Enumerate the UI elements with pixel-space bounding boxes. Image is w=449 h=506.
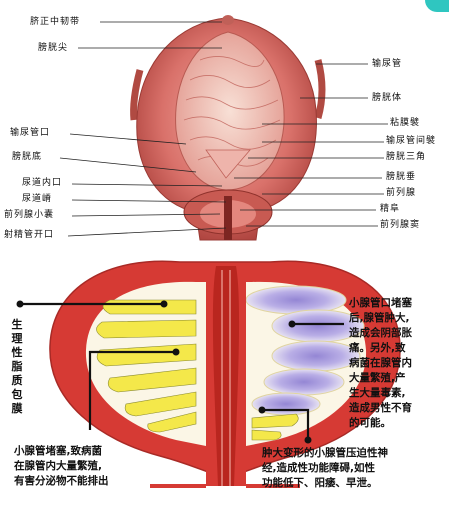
note-right: 小腺管口堵塞 后,腺管肿大, 造成会阴部胀 痛。另外,致 病菌在腺管内 大量繁殖… <box>349 296 447 431</box>
label-mucosal-folds: 粘膜襞 <box>390 118 421 128</box>
label-internal-urethral-orifice: 尿道内口 <box>22 178 63 188</box>
note-bottom-left-line: 小腺管堵塞,致病菌 <box>14 445 102 457</box>
label-bladder-body: 膀胱体 <box>372 93 403 103</box>
note-right-line: 造成男性不育 <box>349 402 412 414</box>
note-right-line: 病菌在腺管内 <box>349 357 412 369</box>
label-ureteric-orifice: 输尿管口 <box>10 128 51 138</box>
note-bottom-right: 肿大变形的小腺管压迫性神 经,造成性功能障碍,如性 功能低下、阳痿、早泄。 <box>262 446 388 491</box>
label-colliculus: 精阜 <box>380 204 401 214</box>
label-interureteric-fold: 输尿管间襞 <box>386 136 437 146</box>
label-urethral-crest: 尿道嵴 <box>22 194 53 204</box>
bladder-illustration <box>130 15 326 241</box>
note-right-line: 大量繁殖,产 <box>349 372 406 384</box>
label-bladder-fundus: 膀胱底 <box>12 152 43 162</box>
note-bottom-right-line: 功能低下、阳痿、早泄。 <box>262 477 378 489</box>
label-prostatic-sinus: 前列腺窦 <box>380 220 421 230</box>
note-right-line: 生大量毒素, <box>349 387 406 399</box>
note-right-line: 痛。另外,致 <box>349 342 406 354</box>
bottom-leader-lines <box>20 302 344 440</box>
teal-corner-decoration <box>425 0 449 12</box>
note-bottom-left-line: 在腺管内大量繁殖, <box>14 460 102 472</box>
note-bottom-left: 小腺管堵塞,致病菌 在腺管内大量繁殖, 有害分泌物不能排出 <box>14 444 109 489</box>
top-leader-lines <box>59 21 388 237</box>
note-bottom-right-line: 肿大变形的小腺管压迫性神 <box>262 447 388 459</box>
label-prostatic-utricle: 前列腺小囊 <box>4 210 55 220</box>
label-ureter: 输尿管 <box>372 59 403 69</box>
vertical-label-lipid-capsule: 生理性脂质包膜 <box>11 318 23 415</box>
note-bottom-left-line: 有害分泌物不能排出 <box>14 475 109 487</box>
label-trigone: 膀胱三角 <box>386 152 427 162</box>
note-right-line: 造成会阴部胀 <box>349 327 412 339</box>
label-umbilical-ligament: 脐正中韧带 <box>30 17 81 27</box>
label-bladder-apex: 膀胱尖 <box>38 43 69 53</box>
note-right-line: 小腺管口堵塞 <box>349 297 412 309</box>
label-ejaculatory-duct-opening: 射精管开口 <box>4 230 55 240</box>
note-right-line: 后,腺管肿大, <box>349 312 410 324</box>
note-right-line: 的可能。 <box>349 417 391 429</box>
label-prostate: 前列腺 <box>386 188 417 198</box>
note-bottom-right-line: 经,造成性功能障碍,如性 <box>262 462 375 474</box>
label-uvula: 膀胱垂 <box>386 172 417 182</box>
